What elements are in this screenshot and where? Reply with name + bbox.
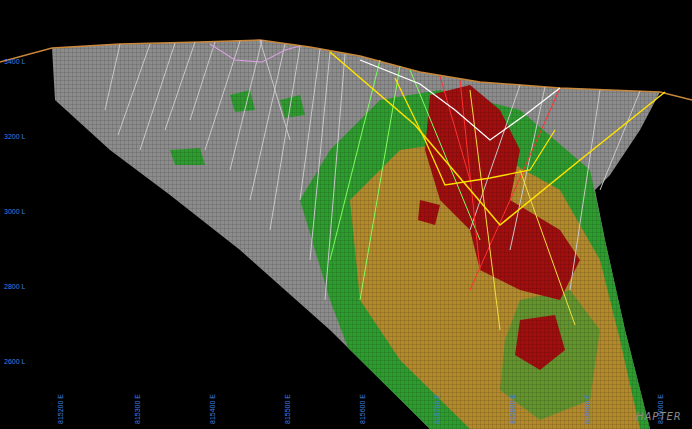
easting-label: 815200 E: [57, 394, 64, 424]
easting-label: 815500 E: [284, 394, 291, 424]
easting-label: 815800 E: [509, 394, 516, 424]
elevation-label: 2800 L: [4, 283, 25, 290]
easting-label: 815300 E: [134, 394, 141, 424]
elevation-label: 2600 L: [4, 358, 25, 365]
elevation-label: 3200 L: [4, 133, 25, 140]
easting-label: 815400 E: [209, 394, 216, 424]
easting-label: 815600 E: [359, 394, 366, 424]
easting-label: 815700 E: [434, 394, 441, 424]
easting-label: 815900 E: [584, 394, 591, 424]
watermark: HAPTER: [636, 412, 682, 422]
elevation-label: 3000 L: [4, 208, 25, 215]
elevation-label: 3400 L: [4, 58, 25, 65]
